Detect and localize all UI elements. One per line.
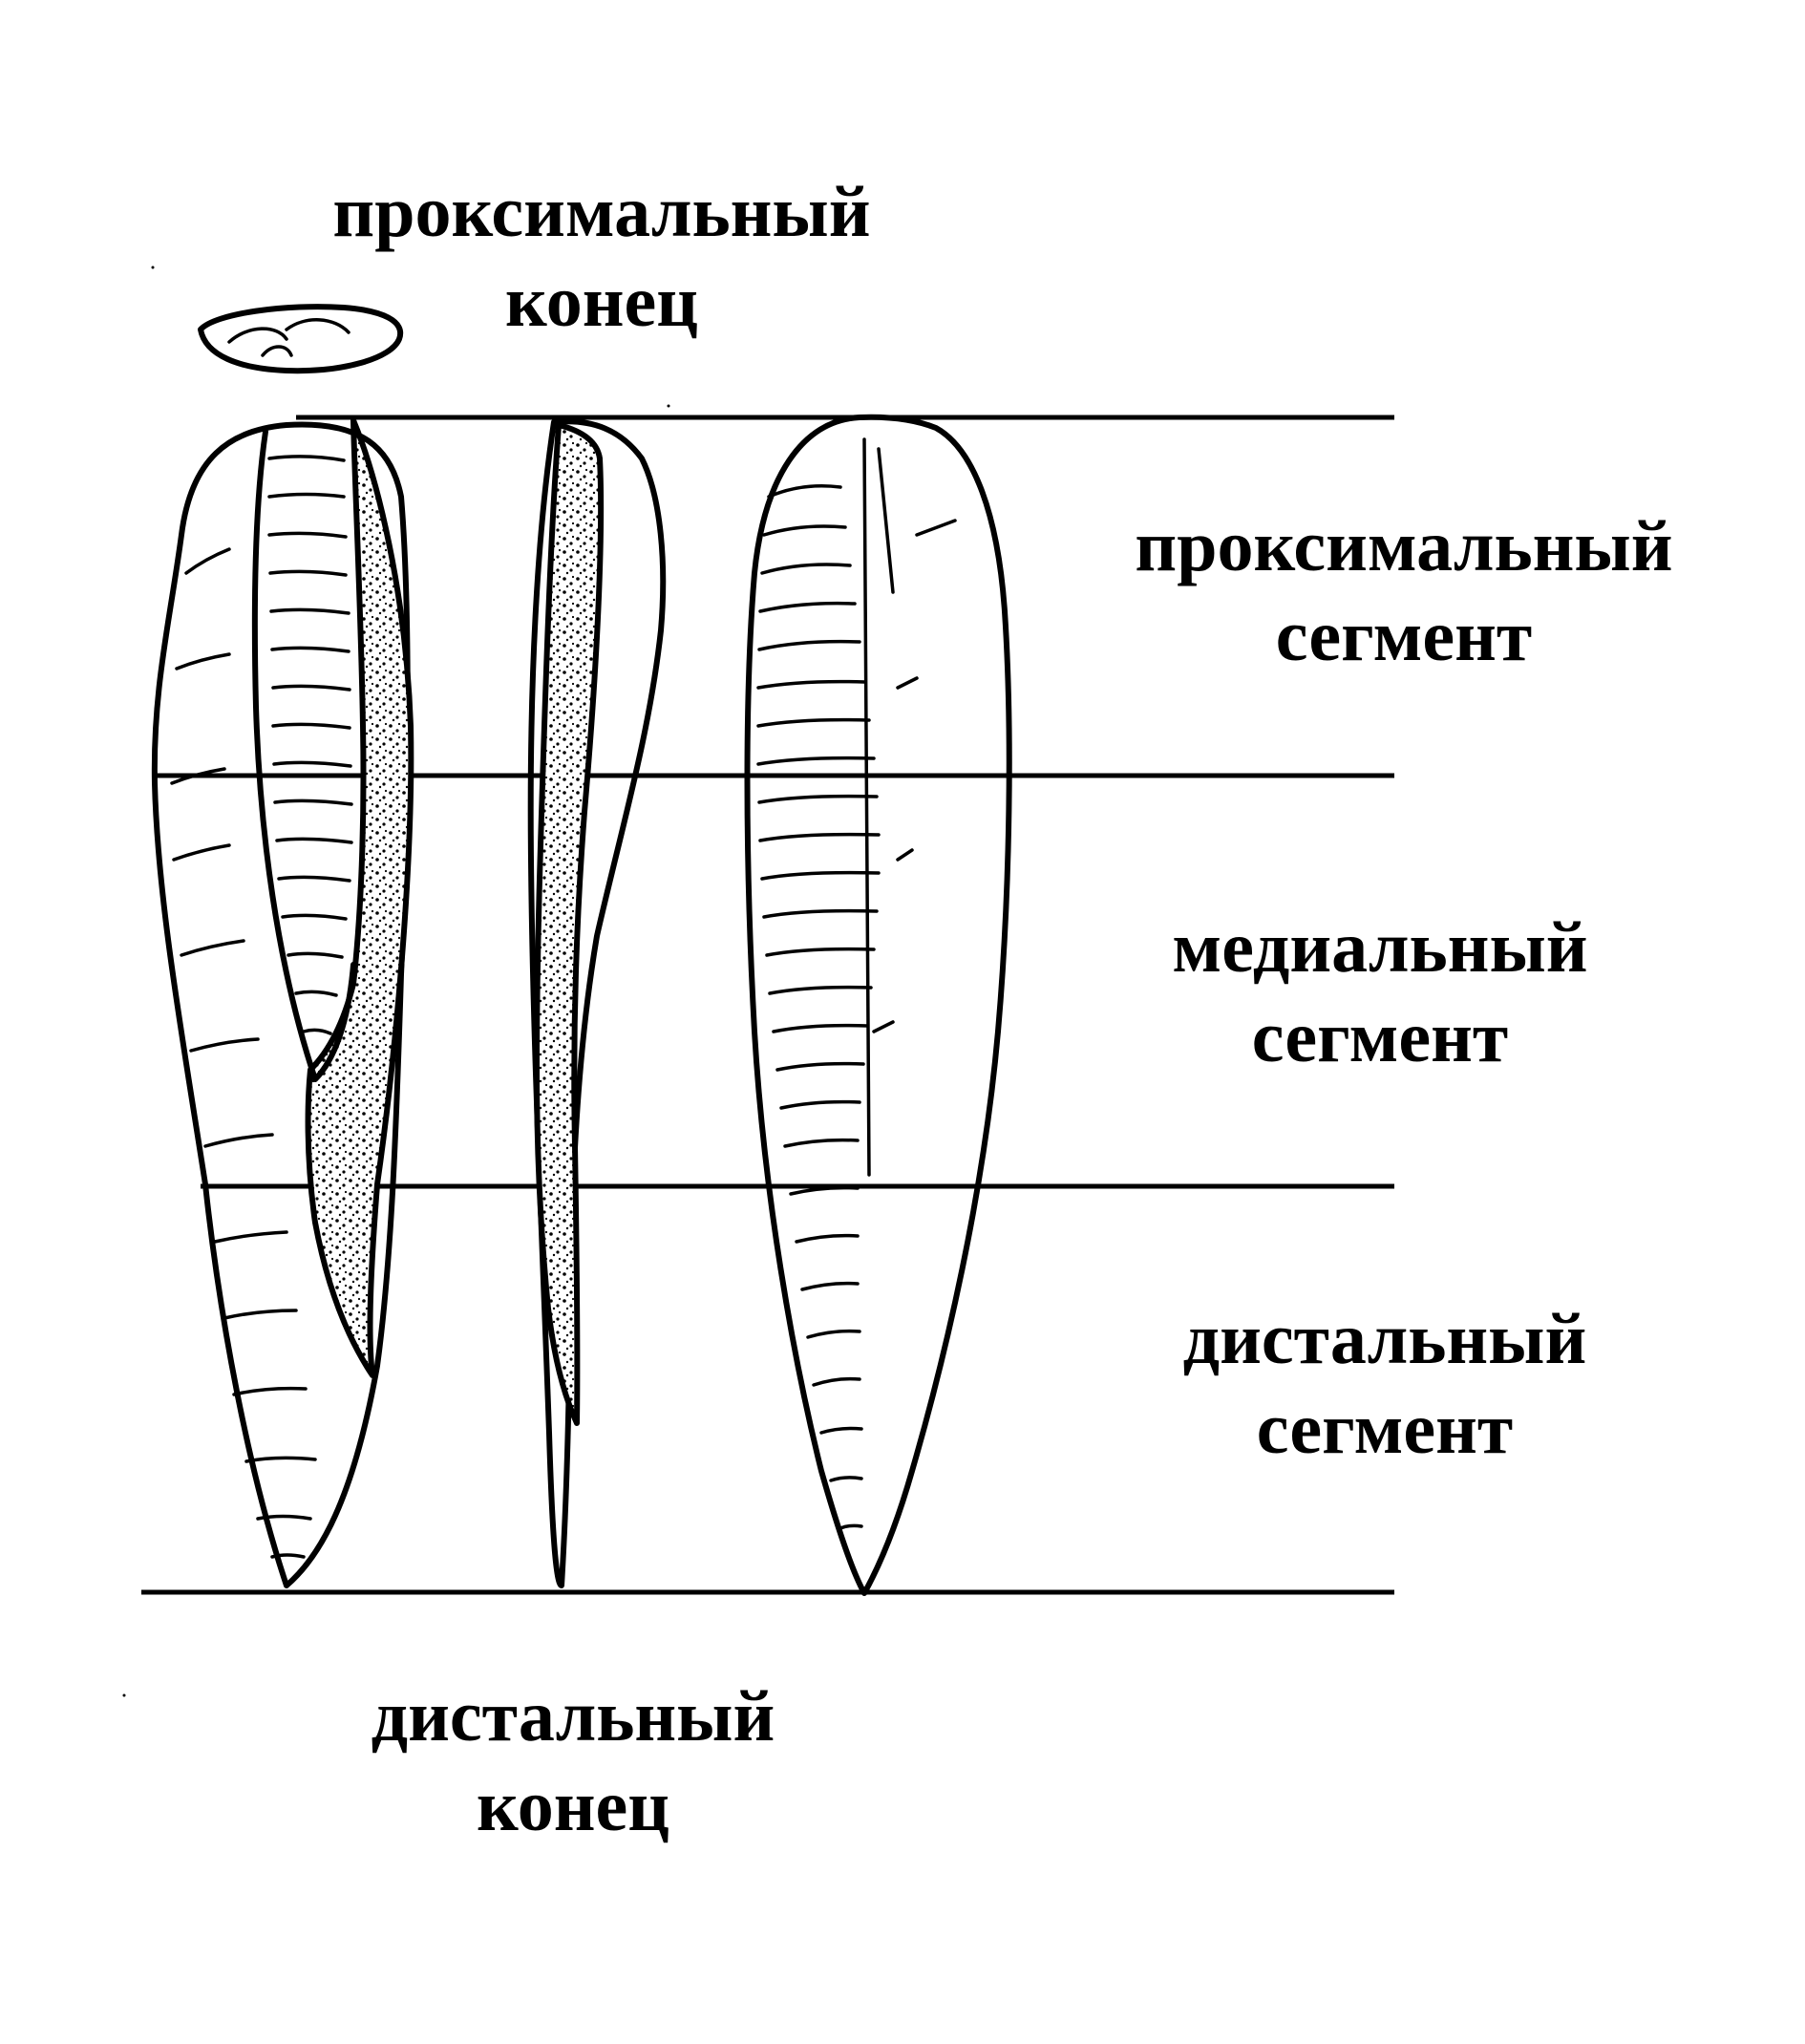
platform-view-drawing — [198, 304, 404, 374]
proximal-segment-label-line2: сегмент — [1275, 596, 1533, 676]
proximal-segment-label: проксимальный сегмент — [1089, 501, 1719, 681]
distal-end-label-line2: конец — [476, 1766, 670, 1846]
speck-mark — [667, 404, 670, 408]
distal-segment-label-line2: сегмент — [1256, 1389, 1514, 1469]
distal-segment-label-line1: дистальный — [1182, 1299, 1587, 1379]
proximal-end-label-line1: проксимальный — [332, 172, 871, 252]
lateral-view-drawing — [527, 418, 667, 1588]
proximal-end-label: проксимальный конец — [287, 167, 917, 347]
speck-mark — [122, 1693, 126, 1697]
proximal-end-label-line2: конец — [504, 262, 699, 342]
speck-mark — [151, 266, 155, 269]
distal-end-label-line1: дистальный — [371, 1676, 775, 1757]
dorsal-view-drawing — [151, 417, 414, 1588]
proximal-segment-label-line1: проксимальный — [1135, 506, 1673, 586]
medial-segment-label: медиальный сегмент — [1089, 903, 1671, 1082]
medial-segment-label-line1: медиальный — [1172, 907, 1588, 988]
distal-segment-label: дистальный сегмент — [1108, 1294, 1662, 1474]
ventral-view-drawing — [744, 414, 1012, 1596]
medial-segment-label-line2: сегмент — [1251, 997, 1509, 1077]
distal-end-label: дистальный конец — [296, 1671, 850, 1851]
